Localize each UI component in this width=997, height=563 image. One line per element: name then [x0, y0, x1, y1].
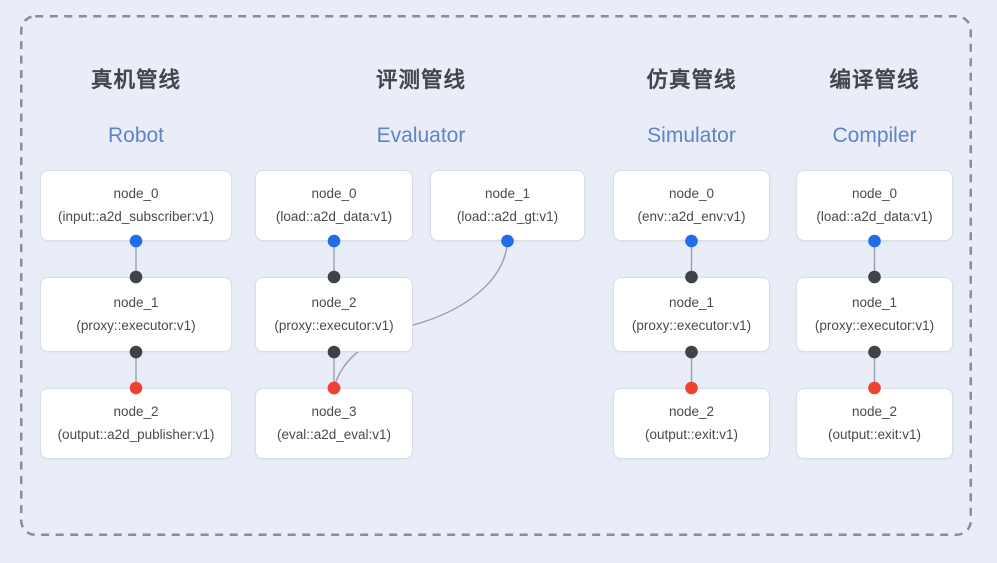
pipeline-node: node_0(env::a2d_env:v1) [613, 170, 770, 241]
node-type: (input::a2d_subscriber:v1) [57, 209, 215, 224]
pipeline-node: node_2(output::exit:v1) [796, 388, 953, 459]
node-name: node_2 [311, 295, 357, 310]
pipeline-node: node_1(proxy::executor:v1) [40, 277, 232, 352]
node-type: (output::exit:v1) [827, 427, 922, 442]
node-name: node_0 [668, 186, 715, 201]
node-name: node_3 [311, 404, 357, 419]
node-type: (load::a2d_data:v1) [816, 209, 933, 224]
node-type: (proxy::executor:v1) [76, 318, 196, 333]
node-type: (proxy::executor:v1) [814, 318, 935, 333]
pipeline-title-zh: 评测管线 [375, 68, 467, 92]
node-type: (eval::a2d_eval:v1) [276, 427, 392, 442]
pipeline-node: node_2(proxy::executor:v1) [255, 277, 413, 352]
pipeline-node: node_1(proxy::executor:v1) [613, 277, 770, 352]
node-name: node_0 [311, 186, 357, 201]
pipeline-node: node_2(output::a2d_publisher:v1) [40, 388, 232, 459]
node-type: (load::a2d_gt:v1) [456, 209, 559, 224]
pipeline-node: node_2(output::exit:v1) [613, 388, 770, 459]
node-name: node_1 [851, 295, 898, 310]
pipeline-node: node_0(load::a2d_data:v1) [255, 170, 413, 241]
node-type: (load::a2d_data:v1) [275, 209, 393, 224]
node-name: node_2 [113, 404, 159, 419]
node-type: (output::a2d_publisher:v1) [57, 427, 215, 442]
node-name: node_1 [484, 186, 531, 201]
node-name: node_2 [851, 404, 898, 419]
pipeline-title-zh: 仿真管线 [646, 68, 737, 92]
pipeline-title-en: Robot [107, 124, 165, 147]
pipeline-title-en: Evaluator [376, 124, 466, 147]
node-name: node_0 [851, 186, 898, 201]
pipeline-node: node_0(input::a2d_subscriber:v1) [40, 170, 232, 241]
pipeline-title-en: Compiler [832, 124, 917, 147]
node-type: (env::a2d_env:v1) [637, 209, 746, 224]
pipeline-node: node_0(load::a2d_data:v1) [796, 170, 953, 241]
pipeline-title-zh: 编译管线 [829, 68, 920, 92]
node-name: node_0 [113, 186, 159, 201]
pipeline-title-zh: 真机管线 [90, 68, 182, 92]
pipeline-title-en: Simulator [647, 124, 736, 147]
pipeline-node: node_1(load::a2d_gt:v1) [430, 170, 585, 241]
node-name: node_2 [668, 404, 715, 419]
node-type: (proxy::executor:v1) [274, 318, 394, 333]
pipeline-node: node_1(proxy::executor:v1) [796, 277, 953, 352]
node-name: node_1 [668, 295, 715, 310]
node-type: (output::exit:v1) [644, 427, 739, 442]
node-type: (proxy::executor:v1) [631, 318, 752, 333]
node-name: node_1 [113, 295, 159, 310]
pipeline-node: node_3(eval::a2d_eval:v1) [255, 388, 413, 459]
